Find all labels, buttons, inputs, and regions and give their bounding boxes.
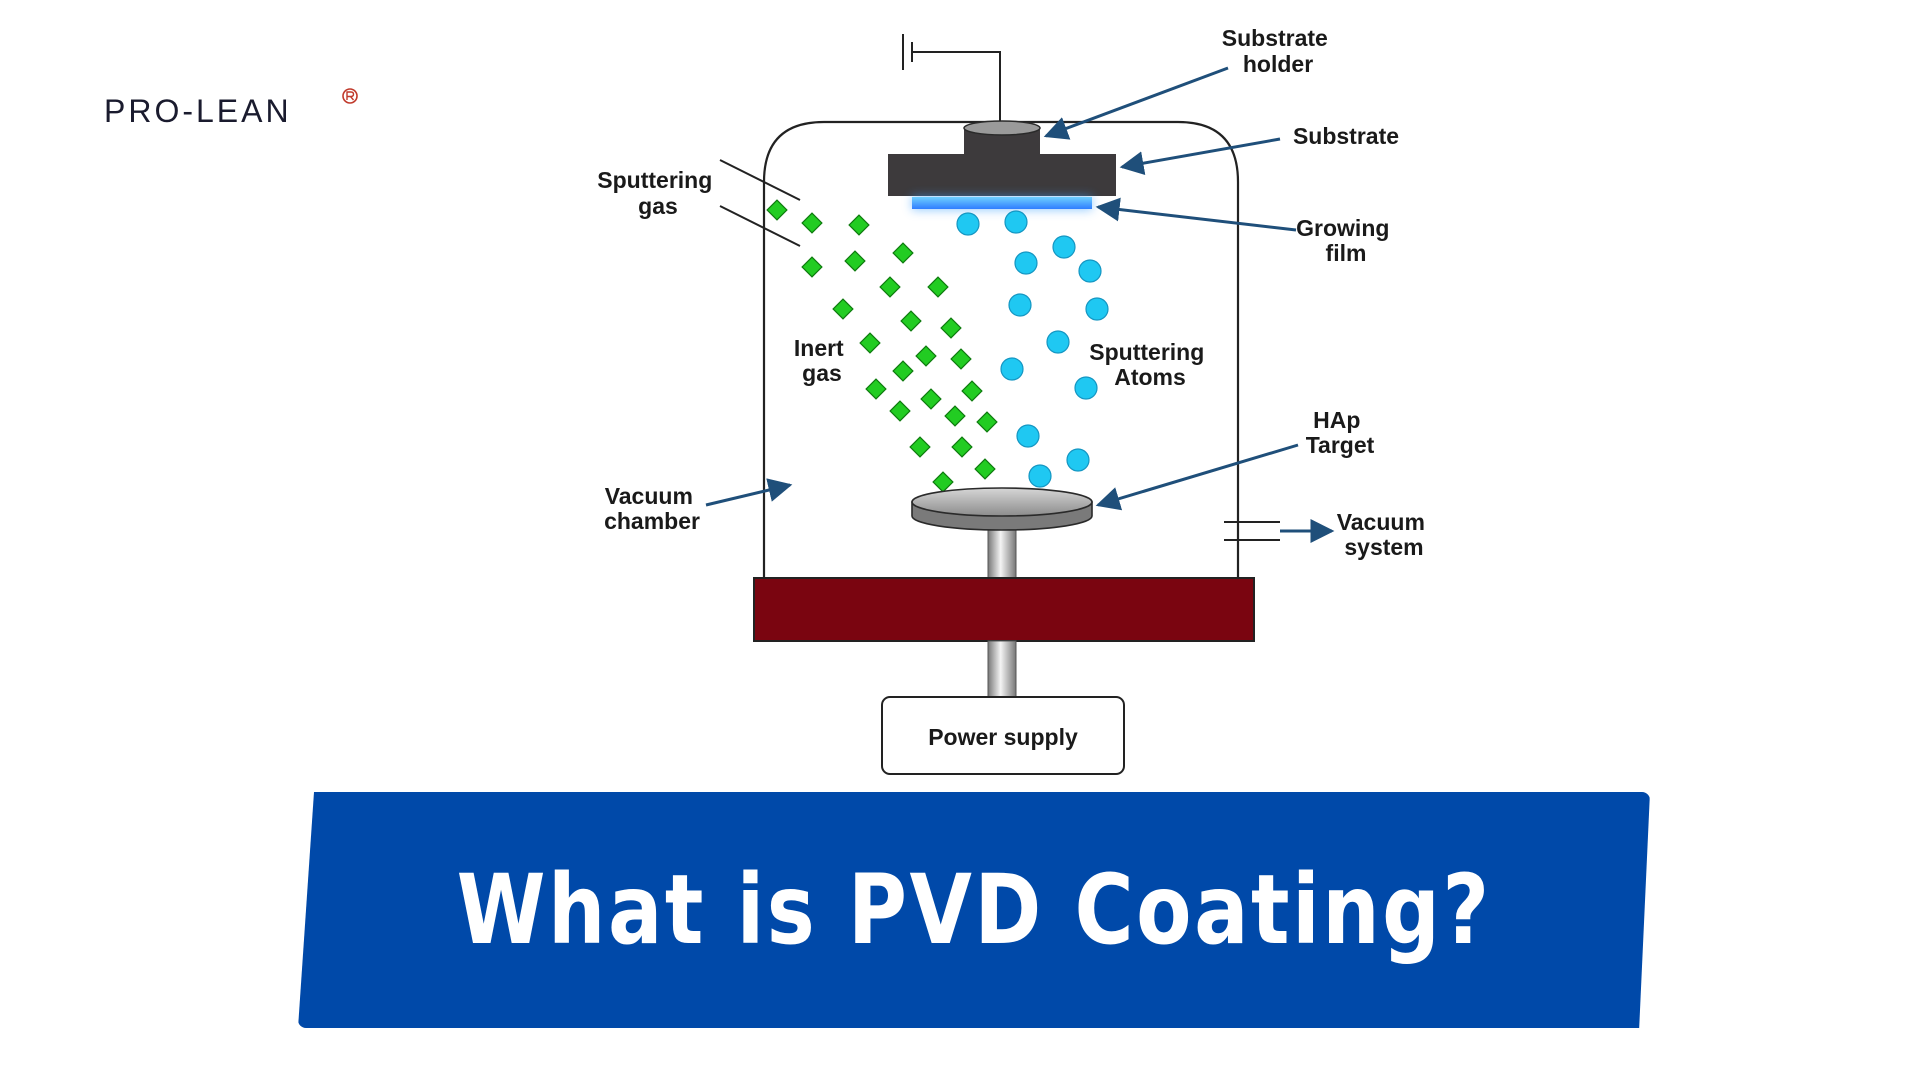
inert-gas-particle (832, 298, 854, 320)
inert-gas-particle (801, 256, 823, 278)
sputtered-atom (1052, 235, 1076, 259)
power-supply-label: Power supply (928, 724, 1078, 750)
substrate-arrow (1119, 137, 1281, 176)
sputtering-gas-label: Sputtering gas (597, 167, 718, 219)
inert-gas-particle (865, 378, 887, 400)
sputtered-atom (1014, 251, 1038, 275)
inert-gas-particle (944, 405, 966, 427)
substrate-holder (963, 120, 1041, 158)
hap-target (911, 487, 1093, 579)
inert-gas-particle (766, 199, 788, 221)
vacuum-outlet (1224, 521, 1280, 541)
inert-gas-particle (927, 276, 949, 298)
vacuum-chamber-label: Vacuum chamber (604, 483, 700, 534)
inert-gas-particle (889, 400, 911, 422)
ground-symbol-icon (902, 34, 1001, 126)
sputtered-atom (1028, 464, 1052, 488)
banner-title: What is PVD Coating? (456, 854, 1492, 966)
substrate-holder-arrow (1043, 66, 1229, 140)
pro-lean-logo: PRO-LEAN (104, 88, 358, 129)
inert-gas-particle (892, 360, 914, 382)
registered-mark-icon (342, 88, 358, 104)
inert-gas-particle (801, 212, 823, 234)
sputtered-atom (956, 212, 980, 236)
inert-gas-particle (940, 317, 962, 339)
inert-gas-particle (909, 436, 931, 458)
power-supply: Power supply (881, 696, 1125, 775)
leader-arrows (705, 66, 1335, 543)
substrate-label: Substrate (1293, 123, 1399, 149)
sputtered-atom (1016, 424, 1040, 448)
growing-film-label: Growing film (1296, 215, 1396, 266)
hap-target-arrow (1095, 443, 1299, 511)
inert-gas-particle (961, 380, 983, 402)
inert-gas-particle (976, 411, 998, 433)
hap-target-label: HAp Target (1306, 407, 1375, 458)
inert-gas-particle (915, 345, 937, 367)
inert-gas-particle (900, 310, 922, 332)
inert-gas-particle (920, 388, 942, 410)
inert-gas-particle (844, 250, 866, 272)
inert-gas-particles (766, 199, 998, 493)
gas-inlet (719, 159, 801, 247)
growing-film (912, 196, 1092, 210)
substrate (888, 154, 1116, 196)
inert-gas-particle (974, 458, 996, 480)
title-banner: What is PVD Coating? (298, 792, 1650, 1028)
substrate-holder-label: Substrate holder (1222, 25, 1334, 77)
sputtering-atoms-label: Sputtering Atoms (1089, 339, 1210, 390)
sputtered-atom (1000, 357, 1024, 381)
inert-gas-particle (932, 471, 954, 493)
vacuum-chamber-arrow (705, 478, 793, 507)
sputtered-atom (1046, 330, 1070, 354)
inert-gas-particle (848, 214, 870, 236)
inert-gas-label: Inert gas (794, 335, 850, 386)
sputtered-atom (1004, 210, 1028, 234)
sputtered-atom (1085, 297, 1109, 321)
sputtered-atom (1074, 376, 1098, 400)
inert-gas-particle (892, 242, 914, 264)
sputtered-atom (1066, 448, 1090, 472)
sputtered-atom (1008, 293, 1032, 317)
base-plate (753, 577, 1255, 642)
vacuum-system-label: Vacuum system (1337, 509, 1432, 560)
growing-film-arrow (1095, 197, 1297, 232)
inert-gas-particle (950, 348, 972, 370)
sputtered-atoms (956, 210, 1109, 488)
inert-gas-particle (859, 332, 881, 354)
inert-gas-particle (951, 436, 973, 458)
logo-text: PRO-LEAN (104, 93, 292, 129)
sputtered-atom (1078, 259, 1102, 283)
inert-gas-particle (879, 276, 901, 298)
power-supply-stem (987, 640, 1017, 698)
